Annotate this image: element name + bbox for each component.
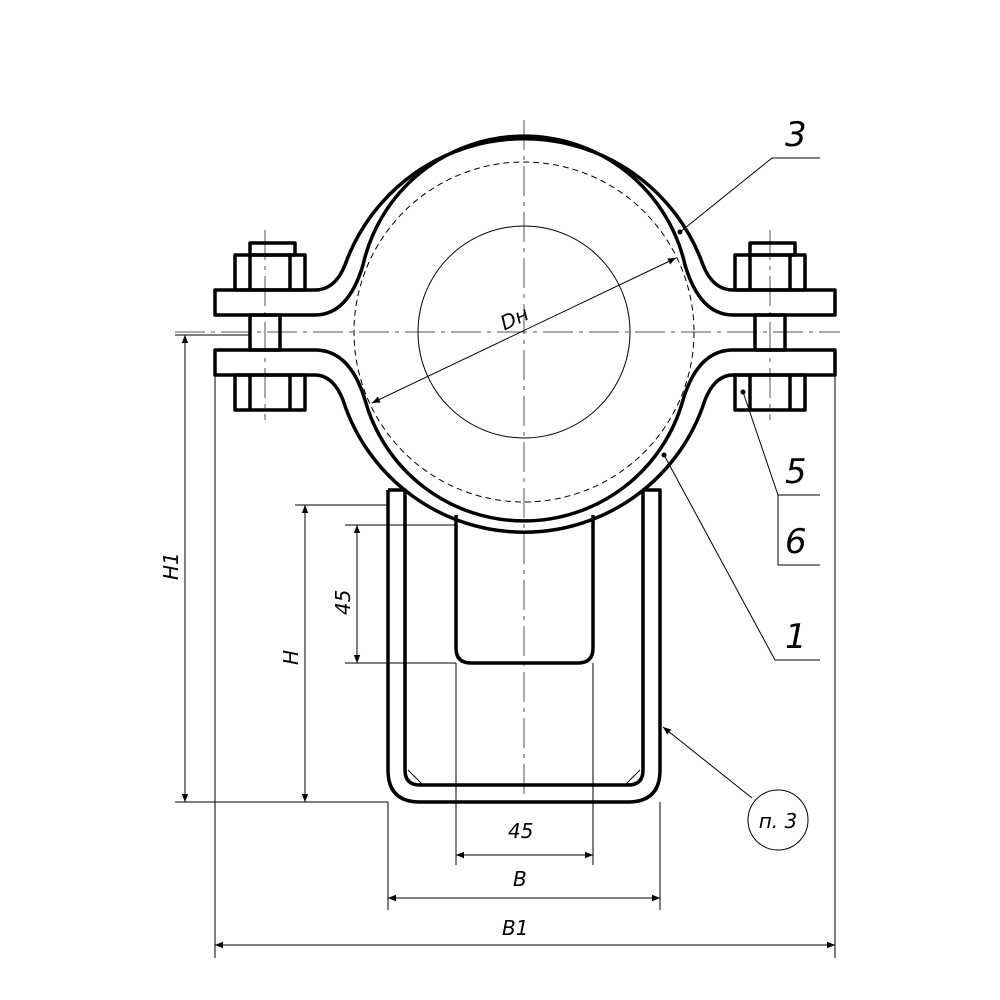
diameter-label: Dн [496, 301, 532, 335]
center-lines [175, 120, 840, 800]
svg-text:3: 3 [785, 115, 807, 155]
diameter-dimension-line [371, 257, 677, 404]
callout-1: 1 [661, 452, 820, 661]
h-label: H [279, 650, 303, 665]
svg-text:п. 3: п. 3 [759, 809, 798, 833]
svg-text:5: 5 [785, 452, 807, 492]
vertical-45-label: 45 [331, 590, 355, 615]
h1-label: H1 [159, 552, 183, 580]
b-label: B [513, 867, 527, 891]
callout-5: 5 [740, 389, 820, 496]
svg-text:1: 1 [785, 617, 807, 657]
clamp-inner-circle [353, 161, 695, 503]
left-bolt-assembly [233, 241, 307, 412]
right-bolt-assembly [733, 241, 807, 412]
upper-clamp-band [213, 134, 837, 317]
svg-text:6: 6 [785, 522, 807, 562]
extension-lines [175, 334, 836, 958]
callout-6: 6 [777, 495, 820, 566]
rest-plate [454, 515, 595, 665]
horizontal-45-label: 45 [508, 819, 533, 843]
u-channel-support [386, 488, 662, 804]
note-reference-callout: п. 3 [662, 726, 809, 851]
callout-3: 3 [677, 115, 820, 235]
b1-label: B1 [502, 916, 528, 940]
